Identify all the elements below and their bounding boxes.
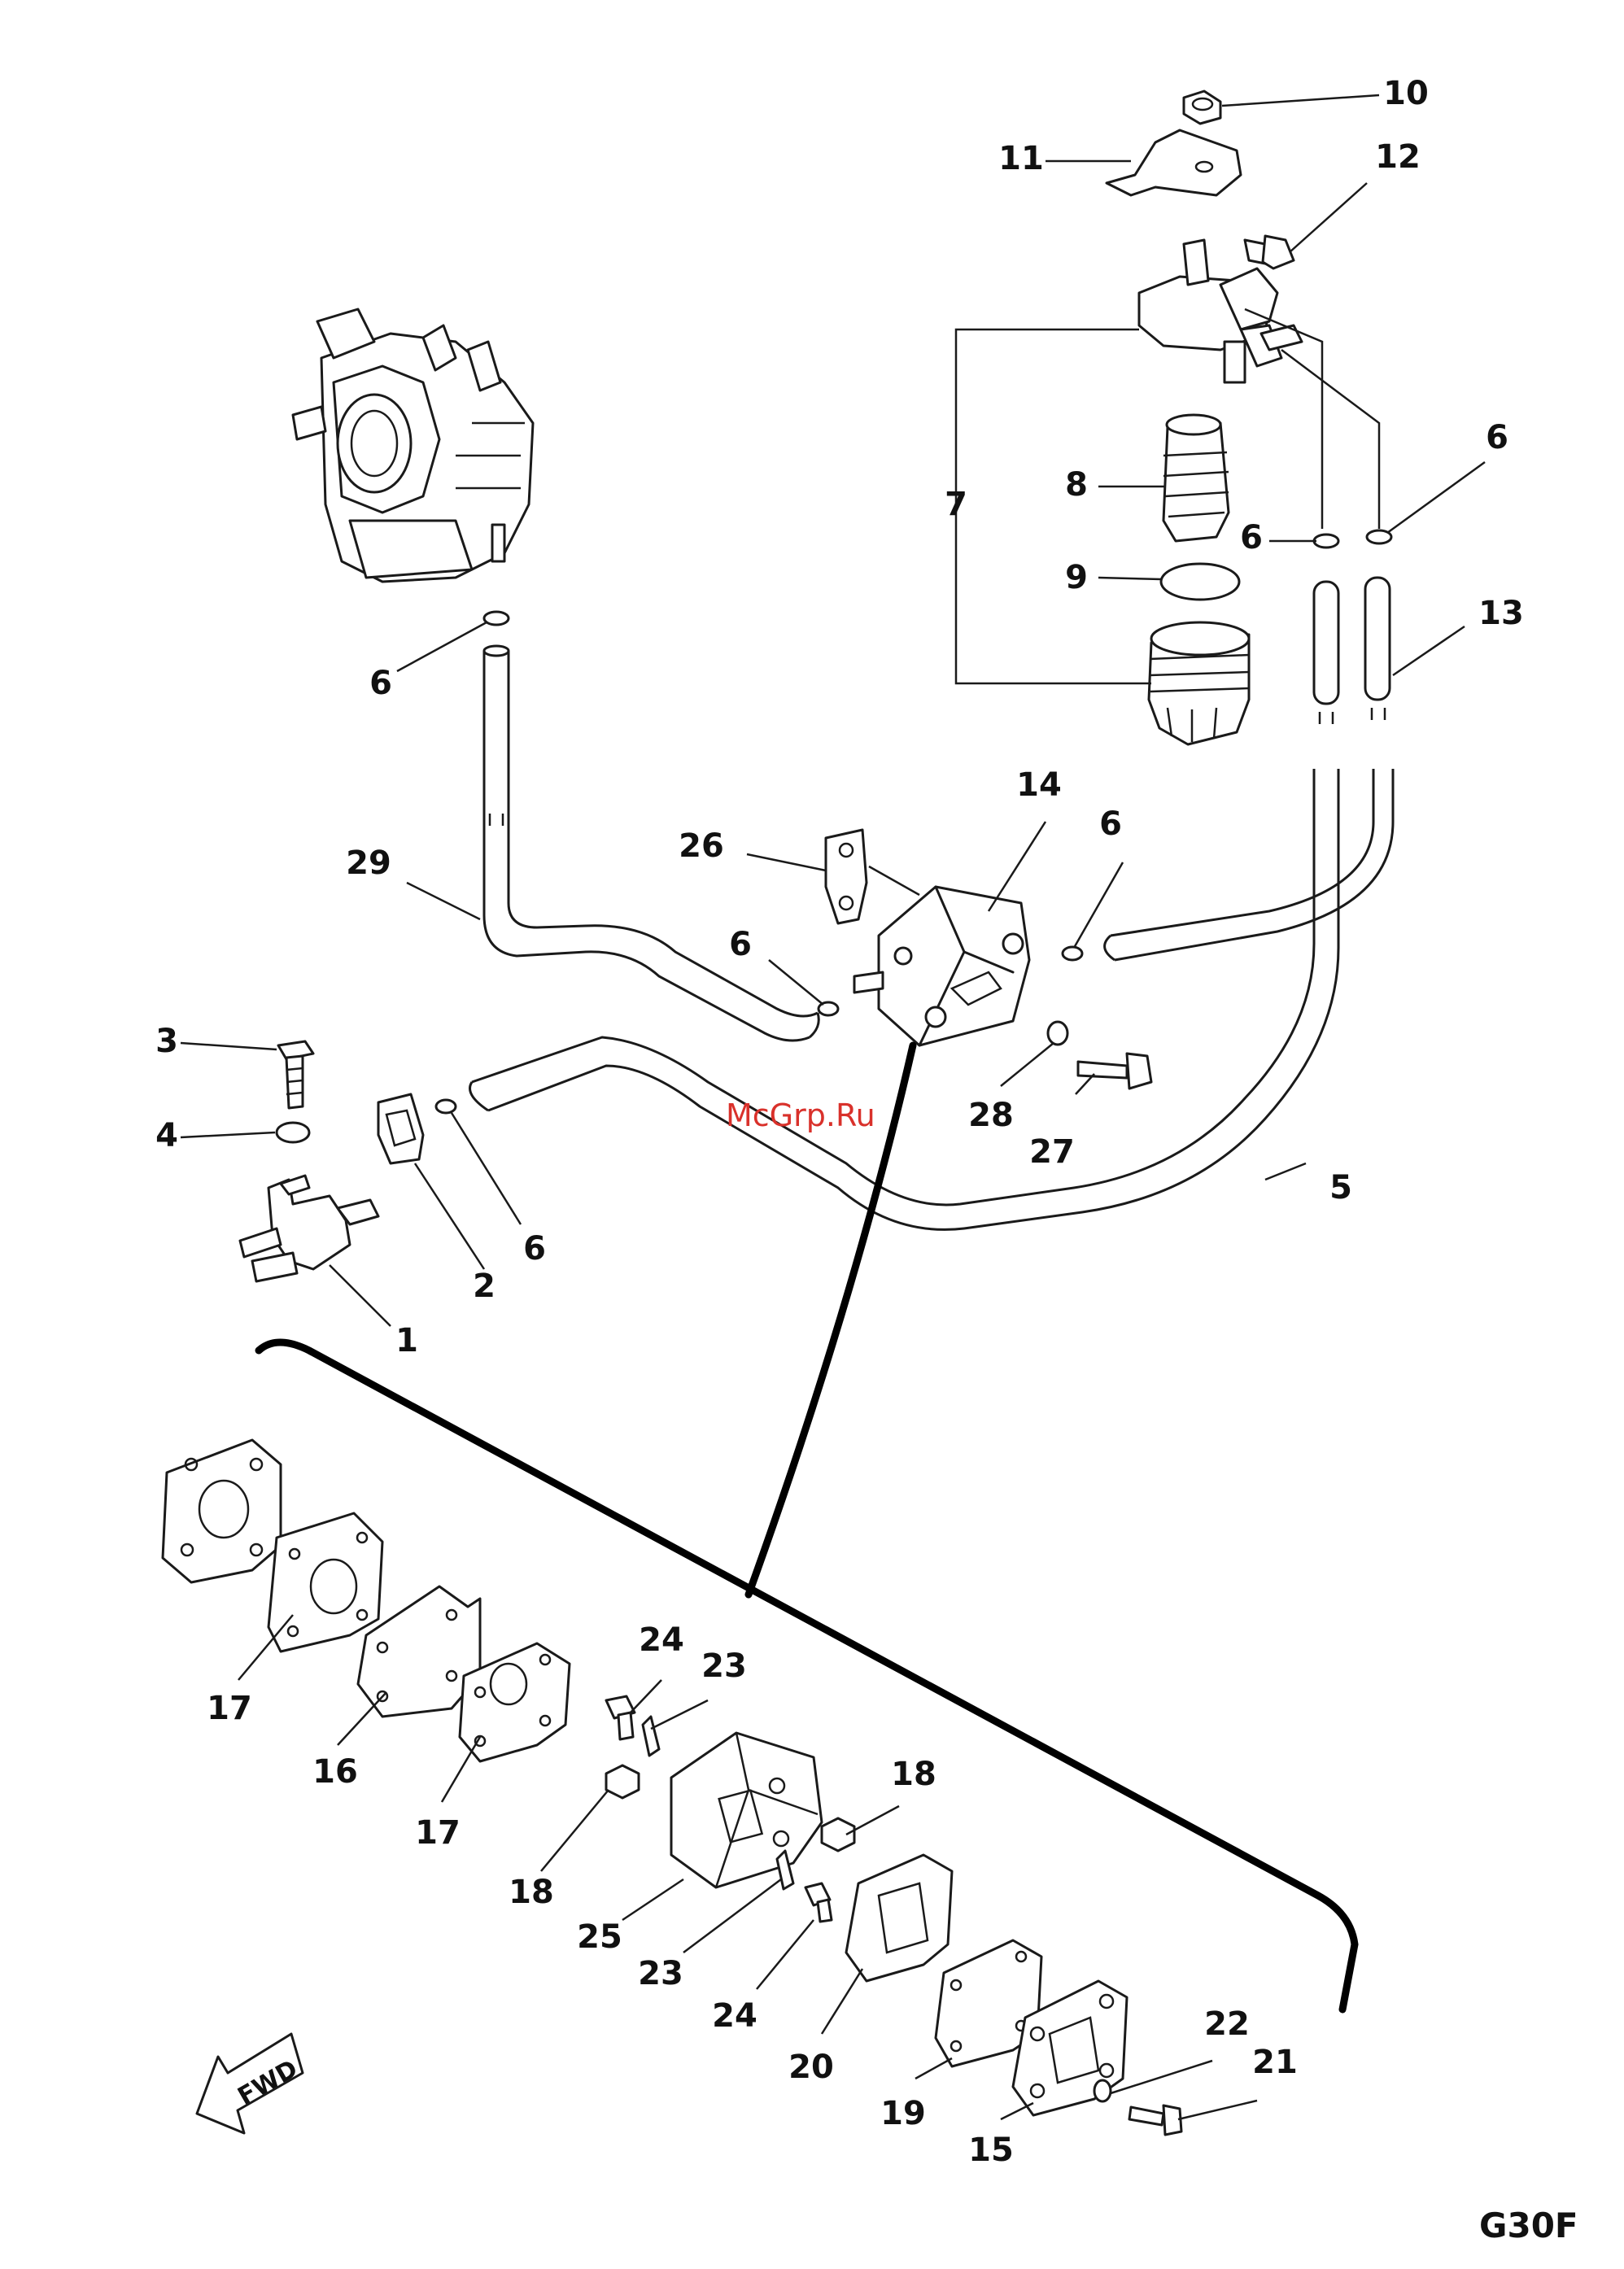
washer-4 [277, 1123, 309, 1142]
o-ring-9 [1161, 564, 1239, 600]
callout-6: 6 [1240, 519, 1263, 556]
fuel-connector-1 [240, 1176, 378, 1281]
callout-17: 17 [207, 1690, 252, 1727]
nut-10 [1184, 91, 1220, 124]
callout-17: 17 [415, 1814, 461, 1852]
callout-6: 6 [523, 1230, 546, 1268]
callout-18: 18 [509, 1874, 554, 1911]
screw-21 [1129, 2105, 1181, 2135]
clip-6 [484, 612, 509, 625]
callout-12: 12 [1375, 138, 1421, 176]
callout-22: 22 [1204, 2005, 1250, 2043]
callout-26: 26 [679, 827, 724, 865]
gasket-2 [378, 1094, 423, 1163]
callout-8: 8 [1065, 466, 1088, 504]
callout-14: 14 [1016, 766, 1062, 804]
bracket-11 [1107, 130, 1241, 195]
gasket-17 [268, 1513, 382, 1652]
callout-10: 10 [1383, 75, 1429, 112]
bolt-27 [1078, 1054, 1151, 1089]
filter-element-8 [1163, 415, 1229, 541]
pump-cover-plate [163, 1440, 281, 1582]
callout-1: 1 [395, 1322, 418, 1359]
filter-cup [1149, 622, 1249, 744]
hose-13 [1314, 578, 1390, 724]
hose-29 [484, 646, 819, 1041]
screw-24 [805, 1883, 832, 1922]
callout-24: 24 [712, 1997, 757, 2035]
callout-6: 6 [729, 926, 752, 963]
screw-12 [1245, 236, 1294, 268]
callout-7: 7 [945, 486, 967, 523]
gasket-20 [846, 1855, 952, 1981]
callout-16: 16 [312, 1753, 358, 1791]
callout-5: 5 [1329, 1169, 1352, 1206]
callout-28: 28 [968, 1097, 1014, 1134]
callout-6: 6 [369, 665, 392, 702]
callout-25: 25 [577, 1918, 622, 1956]
callout-27: 27 [1029, 1133, 1075, 1171]
callout-6: 6 [1099, 805, 1122, 843]
fuel-pump-14 [854, 887, 1029, 1045]
callout-2: 2 [473, 1268, 495, 1305]
nut-18 [606, 1765, 639, 1798]
fwd-direction-arrow: FWD [197, 2034, 303, 2133]
hose-to-pump [1105, 769, 1393, 960]
callout-19: 19 [880, 2095, 926, 2132]
callout-6: 6 [1486, 419, 1508, 456]
bolt-3 [278, 1041, 313, 1108]
carburetor [293, 309, 533, 582]
clip-6 [1314, 535, 1338, 548]
watermark: McGrp.Ru [726, 1097, 875, 1133]
check-valve-23 [643, 1717, 659, 1756]
gasket-26 [826, 830, 867, 923]
washer-28 [1048, 1022, 1067, 1045]
callout-24: 24 [639, 1621, 684, 1659]
callout-13: 13 [1478, 595, 1524, 632]
nut-18 [822, 1818, 854, 1851]
callout-20: 20 [788, 2049, 834, 2086]
washer-22 [1094, 2080, 1111, 2101]
clip-6 [1063, 947, 1082, 960]
callout-23: 23 [701, 1647, 747, 1685]
callout-3: 3 [155, 1023, 178, 1060]
screw-24 [606, 1696, 635, 1739]
clip-6 [436, 1100, 456, 1113]
callout-29: 29 [346, 844, 391, 882]
diagram-code: G30F [1479, 2206, 1578, 2245]
callout-4: 4 [155, 1117, 178, 1154]
callout-18: 18 [891, 1756, 936, 1793]
callout-15: 15 [968, 2132, 1014, 2169]
pump-body-25 [671, 1733, 822, 1887]
callout-9: 9 [1065, 559, 1088, 596]
callout-23: 23 [638, 1955, 683, 1992]
callout-11: 11 [998, 140, 1044, 177]
callout-21: 21 [1252, 2044, 1298, 2081]
